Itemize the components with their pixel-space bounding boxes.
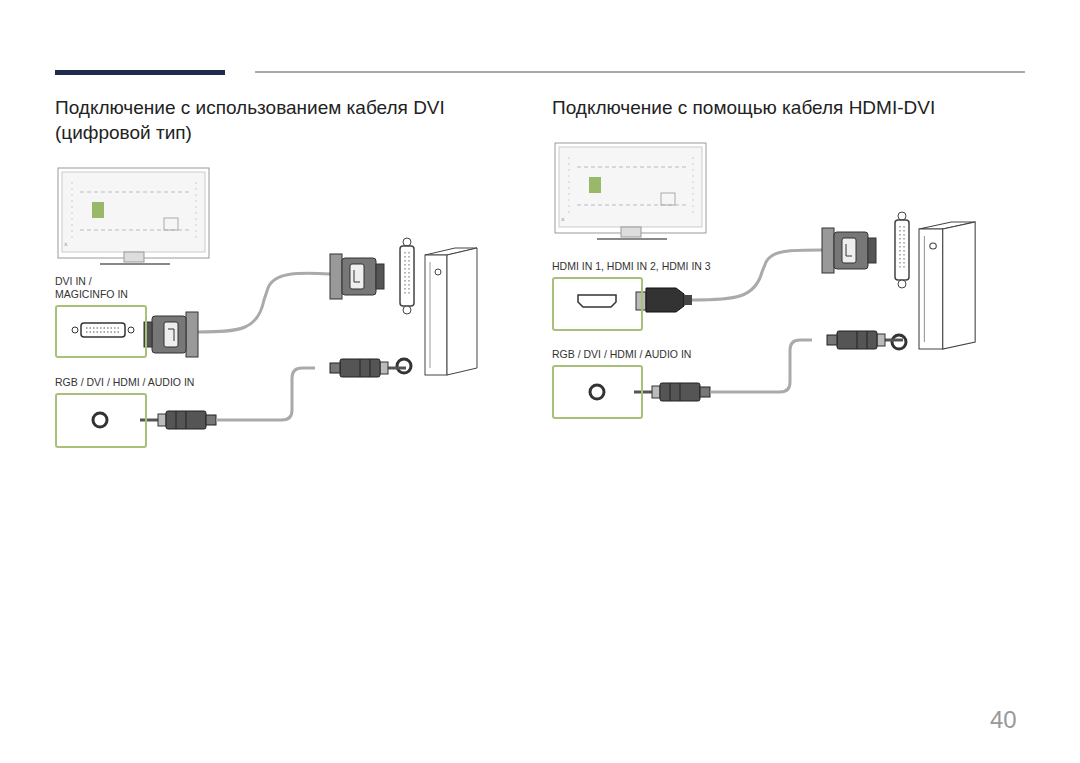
- section-heading: Подключение с использованием кабеля DVI …: [55, 96, 495, 145]
- port-frame: [55, 305, 147, 358]
- port-box: RGB / DVI / HDMI / AUDIO IN: [552, 348, 752, 419]
- port-box: RGB / DVI / HDMI / AUDIO IN: [55, 376, 255, 448]
- section-heading: Подключение с помощью кабеля HDMI-DVI: [552, 96, 1012, 121]
- port-box: HDMI IN 1, HDMI IN 2, HDMI IN 3: [552, 260, 772, 331]
- port-box: DVI IN / MAGICINFO IN: [55, 275, 147, 358]
- port-label: DVI IN / MAGICINFO IN: [55, 275, 135, 301]
- page-number: 40: [990, 704, 1030, 735]
- port-frame: [552, 365, 643, 419]
- port-label: HDMI IN 1, HDMI IN 2, HDMI IN 3: [552, 260, 772, 273]
- port-label: RGB / DVI / HDMI / AUDIO IN: [552, 348, 752, 361]
- port-frame: [55, 393, 147, 448]
- port-label: RGB / DVI / HDMI / AUDIO IN: [55, 376, 255, 389]
- port-frame: [552, 277, 643, 331]
